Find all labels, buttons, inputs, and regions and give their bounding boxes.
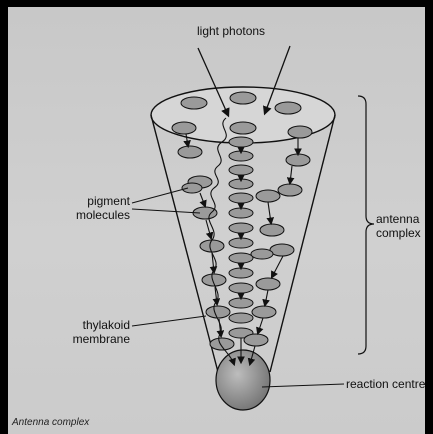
pigment-label-line2: molecules (66, 208, 130, 222)
pigment-molecule (200, 240, 224, 252)
pigment-molecule (278, 184, 302, 196)
thylakoid-label-line2: membrane (66, 332, 130, 346)
pigment-molecule (178, 146, 202, 158)
pigment-molecule (229, 151, 253, 161)
pigment-molecule (244, 334, 268, 346)
transfer-arrow (272, 256, 283, 277)
pigment-molecule (252, 306, 276, 318)
pigment-molecule (229, 179, 253, 189)
pigment-molecule (210, 338, 234, 350)
thylakoid-leader-line (132, 316, 206, 326)
pigment-molecule (230, 92, 256, 104)
pigment-leader-line (132, 188, 188, 203)
pigment-molecule (229, 208, 253, 218)
right-pigments (244, 154, 310, 346)
pigment-molecule (206, 306, 230, 318)
reaction-centre-sphere (216, 350, 270, 410)
pigment-molecule (270, 244, 294, 256)
antenna-label-line1: antenna (376, 212, 421, 226)
reaction-centre-label: reaction centre (346, 377, 425, 391)
figure-caption: Antenna complex (12, 417, 89, 428)
transfer-arrow (268, 202, 271, 223)
transfer-arrow (200, 193, 205, 206)
pigment-molecule (172, 122, 196, 134)
light-photons-label: light photons (197, 24, 265, 38)
pigment-molecule (229, 298, 253, 308)
transfer-arrow (290, 166, 292, 183)
pigment-molecule (181, 97, 207, 109)
antenna-complex-label: antenna complex (376, 212, 421, 240)
pigment-molecule (229, 268, 253, 278)
transfer-arrow (258, 318, 263, 333)
pigment-molecule (182, 183, 202, 193)
transfer-arrow (265, 290, 268, 305)
pigment-molecule (256, 278, 280, 290)
thylakoid-membrane-label: thylakoid membrane (66, 318, 130, 346)
pigment-label-line1: pigment (66, 194, 130, 208)
pigment-molecule (256, 190, 280, 202)
cone-right-edge (270, 115, 335, 372)
pigment-molecule (229, 283, 253, 293)
pigment-molecule (230, 122, 256, 134)
pigment-molecule (229, 223, 253, 233)
pigment-molecule (229, 313, 253, 323)
pigment-molecule (229, 193, 253, 203)
pigment-molecule (229, 137, 253, 147)
left-pigments (178, 146, 234, 350)
pigment-molecule (229, 253, 253, 263)
pigment-molecule (229, 238, 253, 248)
pigment-molecule (229, 165, 253, 175)
antenna-bracket (358, 96, 374, 354)
pigment-molecule (288, 126, 312, 138)
reaction-centre-leader-line (262, 384, 344, 387)
pigment-molecule (275, 102, 301, 114)
pigment-leader-line (132, 209, 200, 213)
thylakoid-label-line1: thylakoid (66, 318, 130, 332)
pigment-molecules-label: pigment molecules (66, 194, 130, 222)
pigment-molecule (286, 154, 310, 166)
pigment-molecule (251, 249, 273, 259)
antenna-label-line2: complex (376, 226, 421, 240)
pigment-molecule (260, 224, 284, 236)
